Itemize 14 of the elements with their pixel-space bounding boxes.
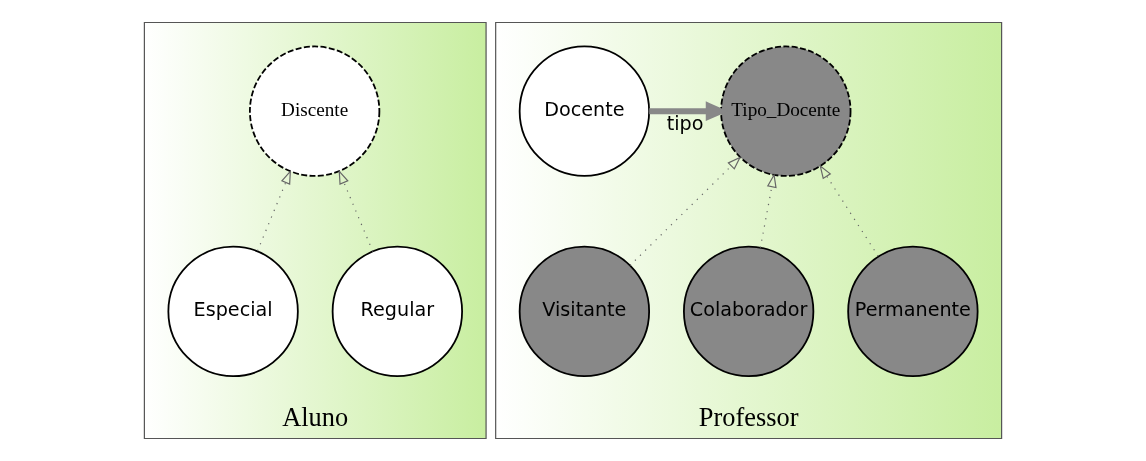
arrow	[629, 156, 742, 266]
edge-label: tipo	[666, 112, 704, 136]
node-circle: Regular	[331, 245, 463, 378]
node-circle: Especial	[167, 245, 299, 378]
arrow	[759, 173, 777, 249]
node-circle: Visitante	[518, 245, 651, 378]
arrow	[256, 169, 292, 252]
node-circle: Colaborador	[683, 245, 815, 378]
node-circle: Permanente	[847, 245, 979, 378]
node-circle: Discente	[249, 45, 381, 177]
node-circle: Tipo_Docente	[720, 45, 852, 177]
node-circle: Docente	[518, 45, 651, 177]
arrow	[819, 164, 879, 257]
arrow	[338, 169, 374, 252]
